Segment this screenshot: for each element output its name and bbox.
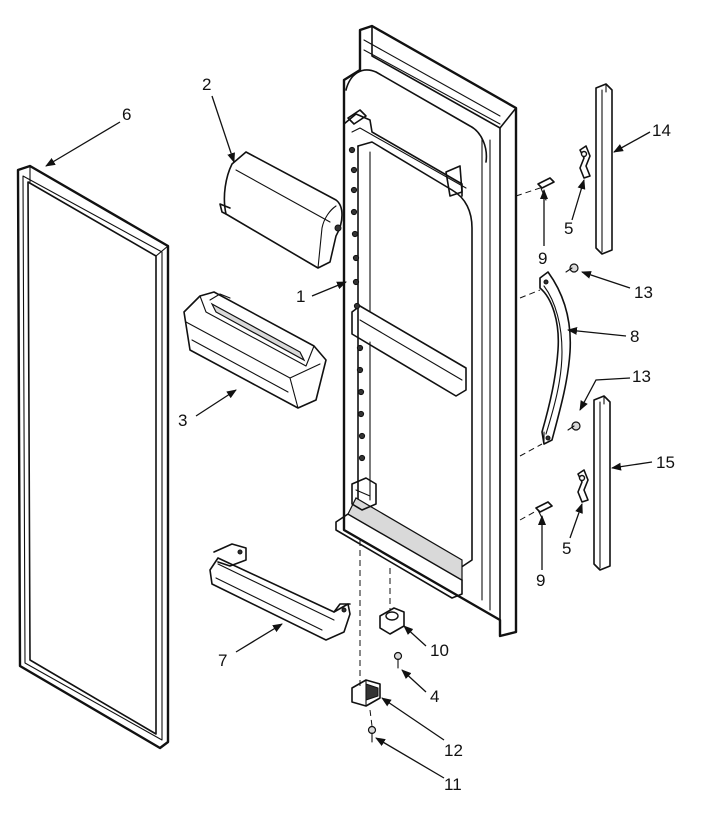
dairy-door [219,151,343,269]
label-15: 15 [656,453,675,472]
label-4: 4 [430,687,439,706]
shelf-holes [348,146,366,462]
label-1: 1 [296,287,305,306]
screw-lower [535,501,553,523]
label-8: 8 [630,327,639,346]
label-10: 10 [430,641,449,660]
label-3: 3 [178,411,187,430]
label-6: 6 [122,105,131,124]
label-9-lower: 9 [536,571,545,590]
door-handle [539,271,572,445]
label-11: 11 [444,775,462,794]
door-gasket [16,164,170,750]
assembly-lines [359,187,543,727]
label-9-upper: 9 [538,249,547,268]
trim-clip-lower [577,469,589,503]
part-labels: 6 2 1 3 7 9 5 14 13 8 13 15 5 9 10 4 12 … [122,75,675,794]
hinge-bushing [379,607,405,635]
label-13-upper: 13 [634,283,653,302]
label-5-lower: 5 [562,539,571,558]
hinge-block [351,679,381,707]
lower-trim-strip [593,395,611,571]
label-12: 12 [444,741,463,760]
handle-screw-lower [567,421,581,431]
hinge-screw [367,725,377,743]
label-13-lower: 13 [632,367,651,386]
bushing-screw [393,651,403,669]
label-7: 7 [218,651,227,670]
label-2: 2 [202,75,211,94]
door-shelf [209,543,351,641]
trim-clip-upper [579,145,591,179]
door-panel [335,24,518,638]
label-5-upper: 5 [564,219,573,238]
label-14: 14 [652,121,671,140]
upper-trim-strip [595,83,613,255]
leader-lines [45,95,653,779]
door-bin [183,291,327,409]
handle-screw-upper [565,263,579,273]
screw-upper [537,177,555,201]
